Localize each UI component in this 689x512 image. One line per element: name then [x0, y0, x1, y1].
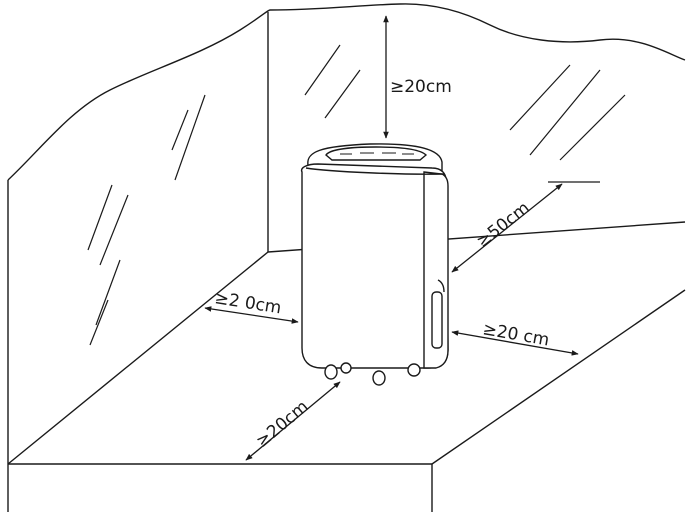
dehumidifier-rim [305, 167, 445, 175]
top-clearance-label: ≥20cm [390, 77, 452, 97]
wall-top-edge [7, 3, 686, 181]
back-clearance-arrow [451, 183, 563, 273]
floor-left-back-edge [7, 251, 269, 465]
water-tank-window [431, 291, 443, 349]
wheel-back-right [407, 363, 421, 377]
clearance-arrows [204, 15, 600, 461]
control-panel-details [340, 152, 414, 155]
right-clearance-arrow [451, 330, 579, 356]
side-slot [437, 279, 445, 293]
right-clearance-label: ≥20 cm [481, 319, 551, 350]
dehumidifier [300, 143, 449, 386]
wheel-front-left [324, 364, 338, 380]
control-panel [325, 146, 428, 161]
front-clearance-label: ≥20cm [252, 397, 312, 452]
back-clearance-label: ≥50cm [473, 198, 534, 252]
floor-right-edge [431, 289, 686, 465]
wheel-front-right [372, 370, 386, 386]
wheel-back-left [340, 362, 352, 374]
left-clearance-arrow [204, 306, 299, 324]
wall-hatching [87, 44, 626, 346]
front-clearance-arrow [245, 381, 341, 461]
